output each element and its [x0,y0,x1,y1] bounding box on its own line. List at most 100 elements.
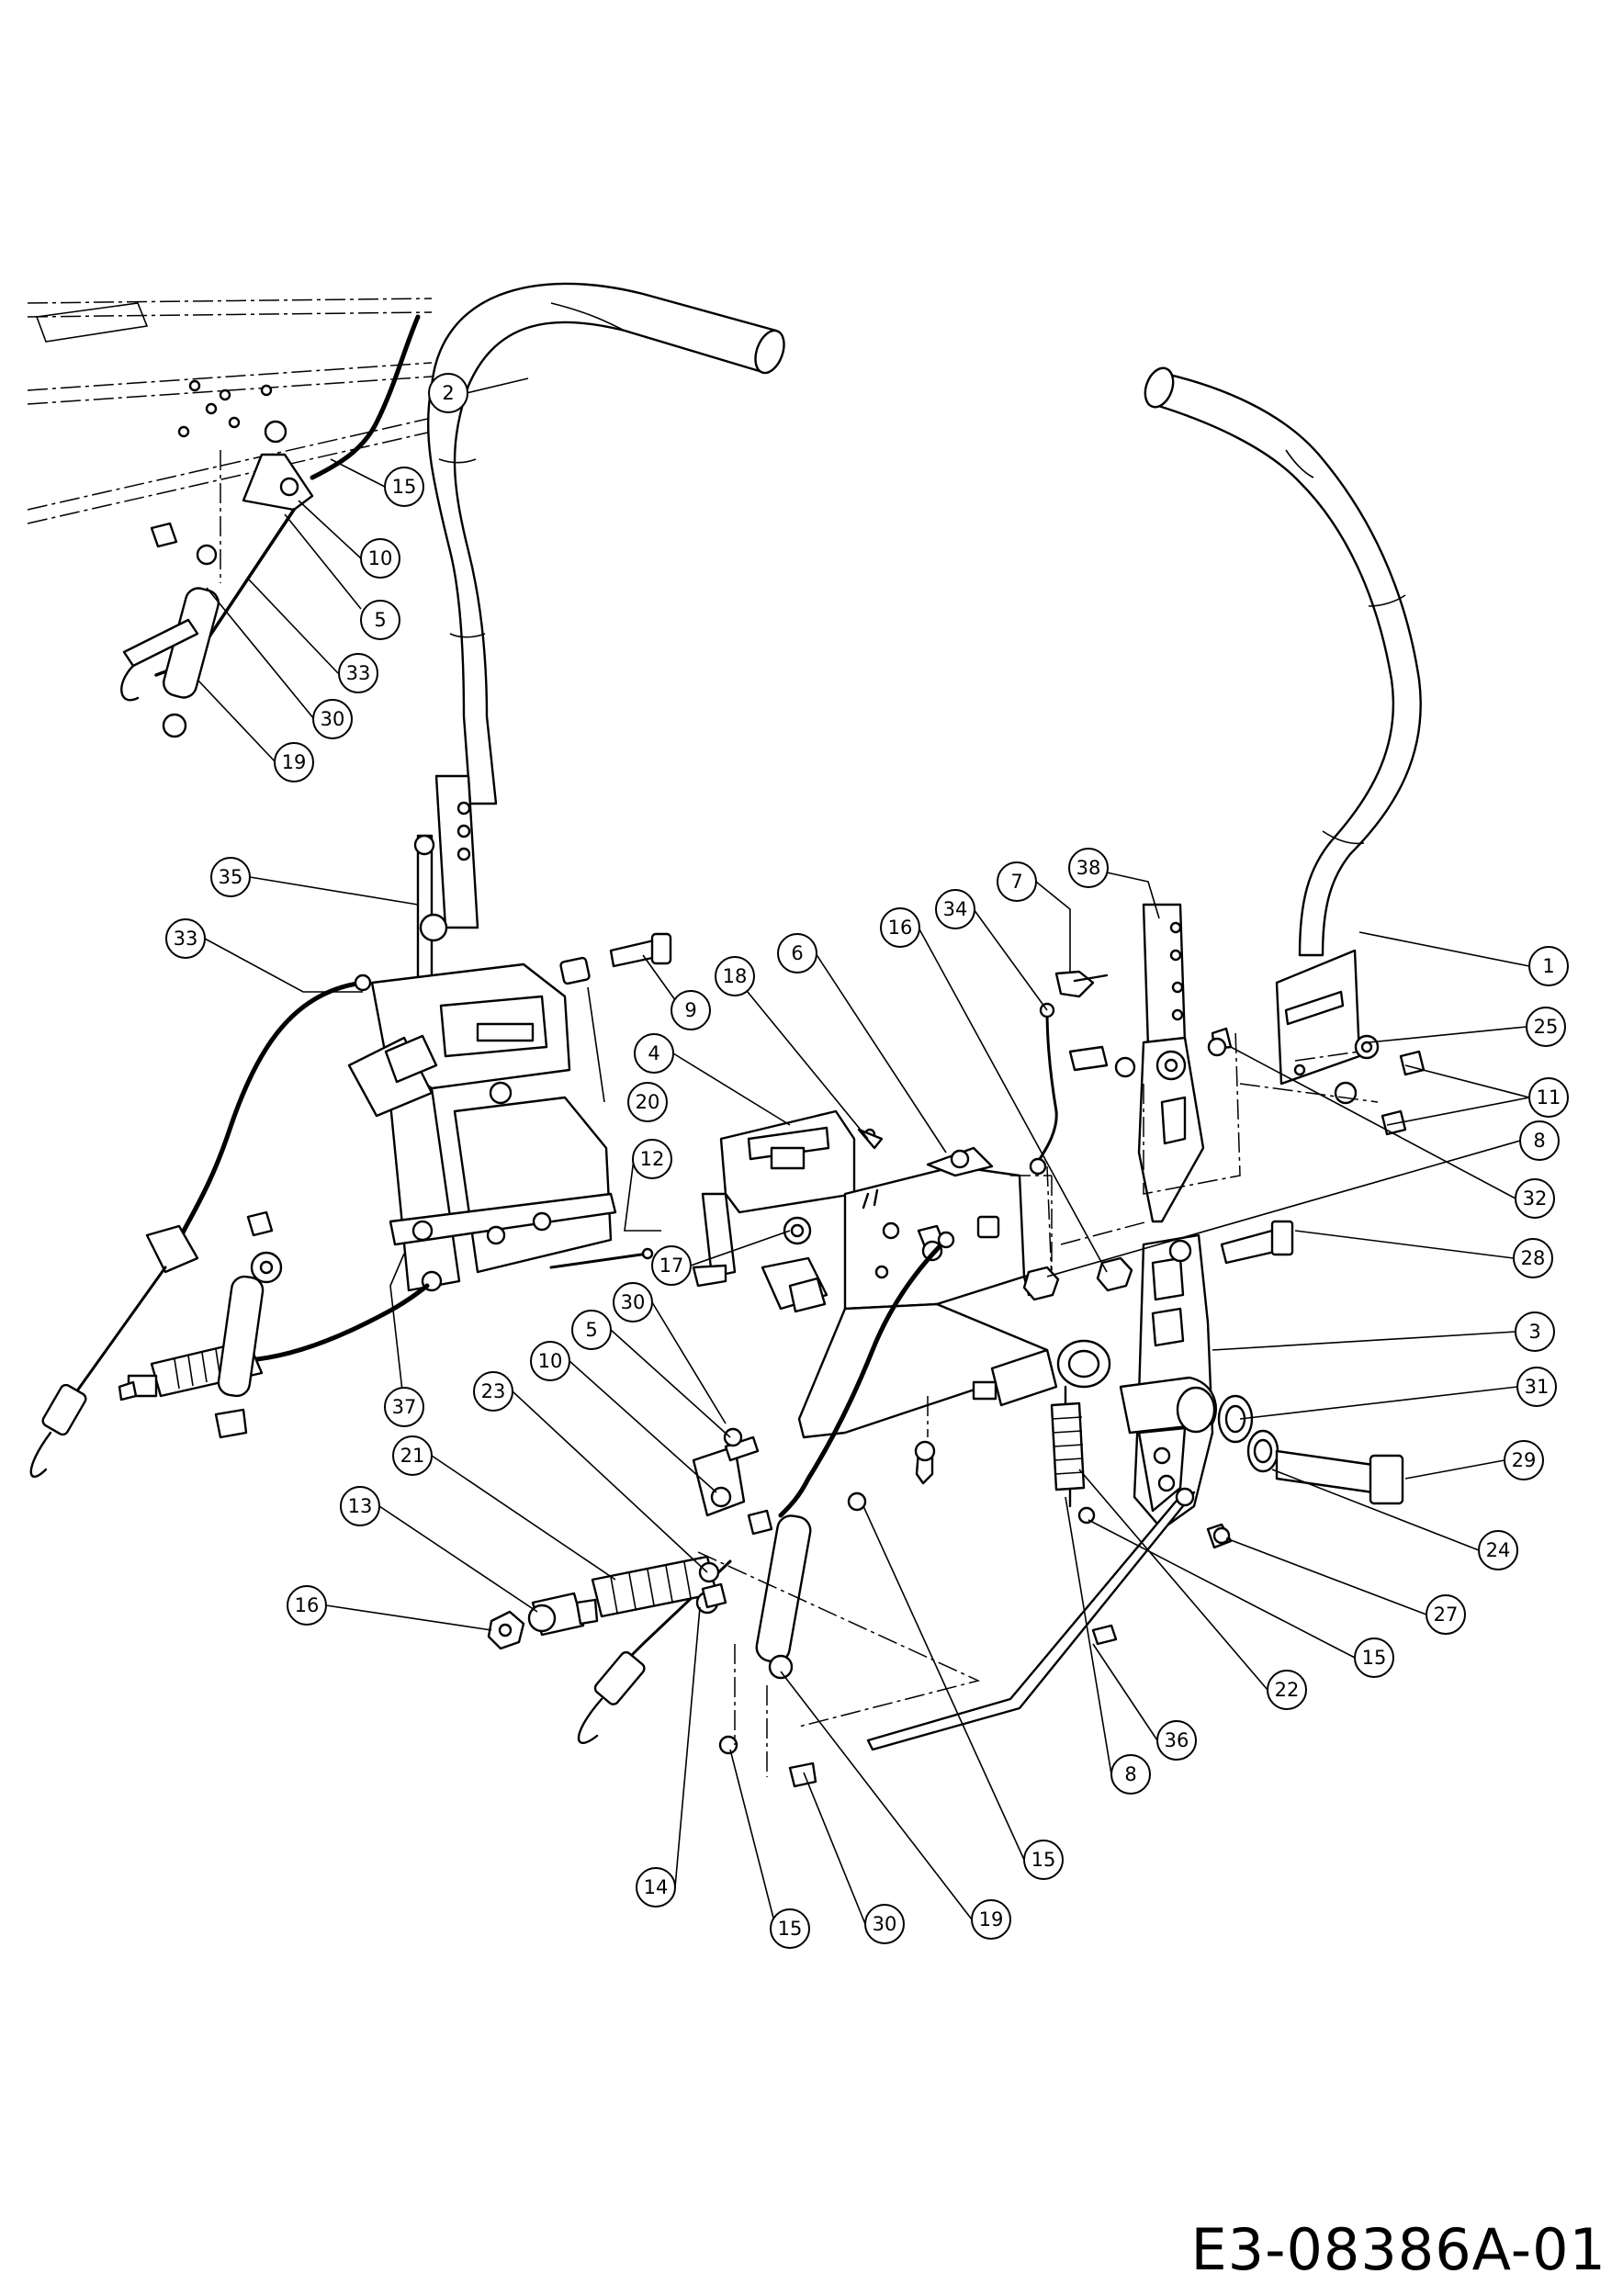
callout-38: 38 [1068,848,1109,888]
bushing-and-bolt [559,932,672,985]
callout-21: 21 [392,1435,433,1476]
callout-18: 18 [715,956,755,996]
svg-text:8: 8 [1533,1130,1545,1152]
callout-15: 15 [1354,1638,1394,1678]
callout-19: 19 [971,1899,1011,1940]
callout-5: 5 [571,1310,612,1350]
callout-33: 33 [165,918,206,959]
right-pivot-assembly [1068,903,1241,1223]
callout-28: 28 [1513,1238,1553,1278]
hardware-lower [695,1440,936,1788]
callout-16: 16 [880,907,920,948]
svg-text:1: 1 [1542,955,1554,977]
svg-text:31: 31 [1525,1376,1550,1398]
callout-33: 33 [338,653,378,693]
callout-8: 8 [1519,1120,1560,1161]
svg-text:18: 18 [723,965,748,987]
svg-text:15: 15 [778,1918,803,1940]
callout-4: 4 [634,1033,674,1074]
svg-text:16: 16 [888,917,913,939]
callout-5: 5 [360,600,400,640]
callout-7: 7 [997,861,1037,902]
svg-text:25: 25 [1534,1016,1559,1038]
callout-25: 25 [1526,1007,1566,1047]
callout-29: 29 [1504,1440,1544,1480]
pin-29 [1275,1449,1404,1505]
svg-text:28: 28 [1521,1247,1546,1269]
callout-15: 15 [384,467,424,507]
svg-text:10: 10 [368,547,393,569]
callout-3: 3 [1515,1311,1555,1352]
svg-text:37: 37 [392,1396,417,1418]
callout-9: 9 [671,990,711,1030]
adjuster-13 [527,1592,599,1637]
document-code: E3-08386A-01 [1190,2216,1606,2283]
lower-dashed-guides [697,1165,1149,1777]
callout-30: 30 [312,699,353,739]
bushing-3-left [1056,1339,1111,1389]
svg-text:30: 30 [873,1913,897,1935]
svg-text:33: 33 [174,928,198,950]
svg-text:32: 32 [1523,1187,1548,1210]
left-handle-bar [426,282,785,805]
nut-16-upper [1096,1256,1133,1292]
svg-text:22: 22 [1275,1679,1300,1701]
svg-text:29: 29 [1512,1449,1537,1471]
svg-text:27: 27 [1434,1604,1459,1626]
center-cable [577,1231,955,1745]
center-bracket-4 [692,1109,856,1288]
bracket-5-lower [692,1427,760,1517]
svg-text:15: 15 [392,476,417,498]
pin-28 [1220,1220,1294,1265]
svg-text:9: 9 [684,999,696,1021]
svg-text:4: 4 [648,1042,659,1064]
screw-27 [1206,1523,1233,1549]
svg-text:17: 17 [659,1255,684,1277]
svg-text:5: 5 [585,1319,597,1341]
svg-text:2: 2 [442,382,454,404]
callout-15: 15 [1023,1840,1064,1880]
callout-1: 1 [1528,946,1569,986]
callout-34: 34 [935,889,975,929]
nut-16-lower [487,1610,525,1650]
callout-2: 2 [428,373,468,413]
svg-text:8: 8 [1124,1763,1136,1785]
callout-13: 13 [340,1486,380,1526]
svg-text:13: 13 [348,1495,373,1517]
lower-arm-3 [1119,1233,1217,1531]
svg-text:15: 15 [1362,1647,1387,1669]
callout-17: 17 [651,1245,692,1286]
inset-cable [120,314,421,738]
svg-text:10: 10 [538,1350,563,1372]
svg-text:11: 11 [1537,1086,1561,1109]
callout-30: 30 [613,1282,653,1322]
svg-text:33: 33 [346,662,371,684]
washer-24 [1246,1429,1279,1473]
svg-text:24: 24 [1486,1539,1511,1561]
svg-text:20: 20 [636,1091,660,1113]
svg-text:30: 30 [321,708,345,730]
svg-text:6: 6 [791,942,803,964]
frame-plate-inset [27,298,433,524]
callout-10: 10 [360,538,400,579]
svg-text:7: 7 [1010,871,1022,893]
svg-text:12: 12 [640,1148,665,1170]
svg-text:34: 34 [943,898,968,920]
svg-text:16: 16 [295,1594,320,1616]
svg-text:38: 38 [1076,857,1101,879]
leader-lines [197,377,1530,1930]
nut-8-upper [1022,1266,1060,1301]
callout-24: 24 [1478,1530,1518,1570]
callout-32: 32 [1515,1178,1555,1219]
svg-text:35: 35 [219,866,243,888]
bushing-31 [1217,1394,1254,1444]
callout-15: 15 [770,1908,810,1949]
svg-text:19: 19 [282,751,307,773]
spring-22 [1050,1385,1096,1525]
callout-35: 35 [210,857,251,897]
svg-text:19: 19 [979,1908,1004,1930]
svg-text:23: 23 [481,1380,506,1402]
callout-10: 10 [530,1341,570,1381]
callout-16: 16 [287,1585,327,1626]
